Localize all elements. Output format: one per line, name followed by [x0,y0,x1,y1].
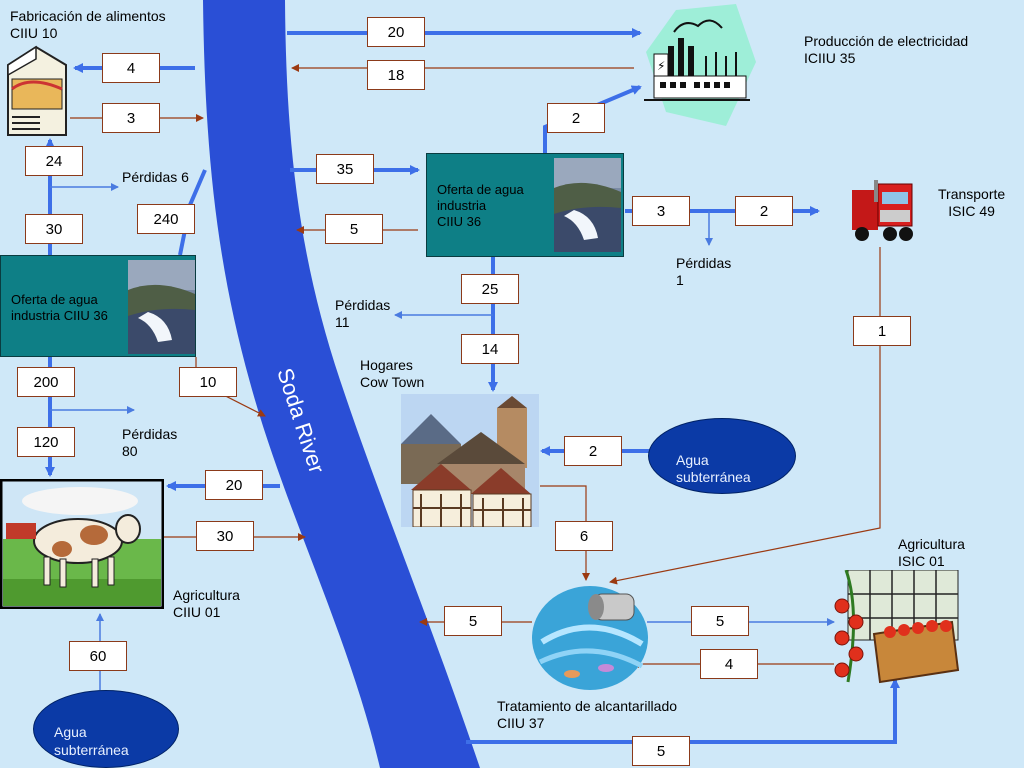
flow-value-box: 25 [461,274,519,304]
flow-value-box: 20 [205,470,263,500]
groundwater-center-line1: Agua [676,452,709,468]
flow-value-box: 3 [102,103,160,133]
flow-value-box: 20 [367,17,425,47]
flow-value-box: 2 [564,436,622,466]
water-center-line1: Oferta de agua [437,182,524,197]
flow-value-box: 30 [196,521,254,551]
flow-value-box: 18 [367,60,425,90]
flow-value-box: 30 [25,214,83,244]
water-center-line2: industria [437,198,487,213]
water-supply-center-panel: Oferta de agua industria CIIU 36 [426,153,624,257]
water-center-line3: CIIU 36 [437,214,482,229]
sewage-label: Tratamiento de alcantarillado CIIU 37 [497,698,677,732]
transport-label: Transporte ISIC 49 [938,186,1005,220]
flow-value-box: 6 [555,521,613,551]
flow-value-box: 2 [735,196,793,226]
groundwater-center: Agua subterránea [648,418,796,494]
flow-value-box: 60 [69,641,127,671]
agri-right-label: Agricultura ISIC 01 [898,536,965,570]
loss-1-line1: Pérdidas [676,255,732,271]
flow-value-box: 200 [17,367,75,397]
houses-icon [401,394,539,527]
groundwater-left-line1: Agua [54,724,87,740]
loss-11-label: Pérdidas 11 [335,297,390,331]
water-left-line2: industria CIIU 36 [11,308,108,323]
dam-photo [554,158,621,252]
flow-watercenter-electricity [543,85,642,153]
loss-80-line1: Pérdidas [122,426,178,442]
flow-groundwater-agriright [466,678,900,744]
flow-value-box: 1 [853,316,911,346]
flow-value-box: 14 [461,334,519,364]
flow-value-box: 5 [444,606,502,636]
flow-value-box: 5 [691,606,749,636]
groundwater-left-line2: subterránea [54,742,129,758]
water-supply-left-panel: Oferta de agua industria CIIU 36 [0,255,196,357]
flow-value-box: 10 [179,367,237,397]
loss-11-line2: 11 [335,314,350,330]
electricity-label: Producción de electricidad ICIIU 35 [804,33,968,67]
water-left-line1: Oferta de agua [11,292,98,307]
households-line2: Cow Town [360,374,425,390]
loss-11-line1: Pérdidas [335,297,391,313]
groundwater-left: Agua subterránea [33,690,179,768]
agri-left-line2: CIIU 01 [173,604,221,620]
dam-photo [128,260,195,354]
groundwater-center-line2: subterránea [676,469,751,485]
loss-80-label: Pérdidas 80 [122,426,177,460]
sewage-line1: Tratamiento de alcantarillado [497,698,678,714]
electricity-line1: Producción de electricidad [804,33,969,49]
food-line2: CIIU 10 [10,25,58,41]
agri-left-line1: Agricultura [173,587,240,603]
food-line1: Fabricación de alimentos [10,8,166,24]
flow-value-box: 4 [102,53,160,83]
loss-80-line2: 80 [122,443,138,459]
flow-value-box: 5 [325,214,383,244]
agri-right-line1: Agricultura [898,536,965,552]
tomato-greenhouse-icon [834,570,960,684]
svg-text:⚡: ⚡ [657,59,665,73]
sewage-line2: CIIU 37 [497,715,545,731]
flow-value-box: 35 [316,154,374,184]
loss-6-label: Pérdidas 6 [122,169,189,185]
flow-value-box: 24 [25,146,83,176]
loss-1-label: Pérdidas 1 [676,255,731,289]
flow-value-box: 120 [17,427,75,457]
power-plant-icon: ⚡ [644,4,756,126]
milk-carton-icon [7,45,67,136]
households-label: Hogares Cow Town [360,357,424,391]
transport-line1: Transporte [938,186,1006,202]
agri-right-line2: ISIC 01 [898,553,945,569]
cow-icon [0,479,164,609]
flow-value-box: 4 [700,649,758,679]
flow-value-box: 5 [632,736,690,766]
households-line1: Hogares [360,357,413,373]
flow-value-box: 2 [547,103,605,133]
agri-left-label: Agricultura CIIU 01 [173,587,240,621]
soda-river [203,0,480,768]
flow-transport-sewage [609,247,881,585]
sewage-pipe-icon [532,586,648,690]
food-label: Fabricación de alimentos CIIU 10 [10,8,166,42]
loss-1-line2: 1 [676,272,684,288]
flow-value-box: 3 [632,196,690,226]
electricity-line2: ICIIU 35 [804,50,856,66]
truck-icon [852,180,913,241]
transport-line2: ISIC 49 [948,203,995,219]
flow-value-box: 240 [137,204,195,234]
